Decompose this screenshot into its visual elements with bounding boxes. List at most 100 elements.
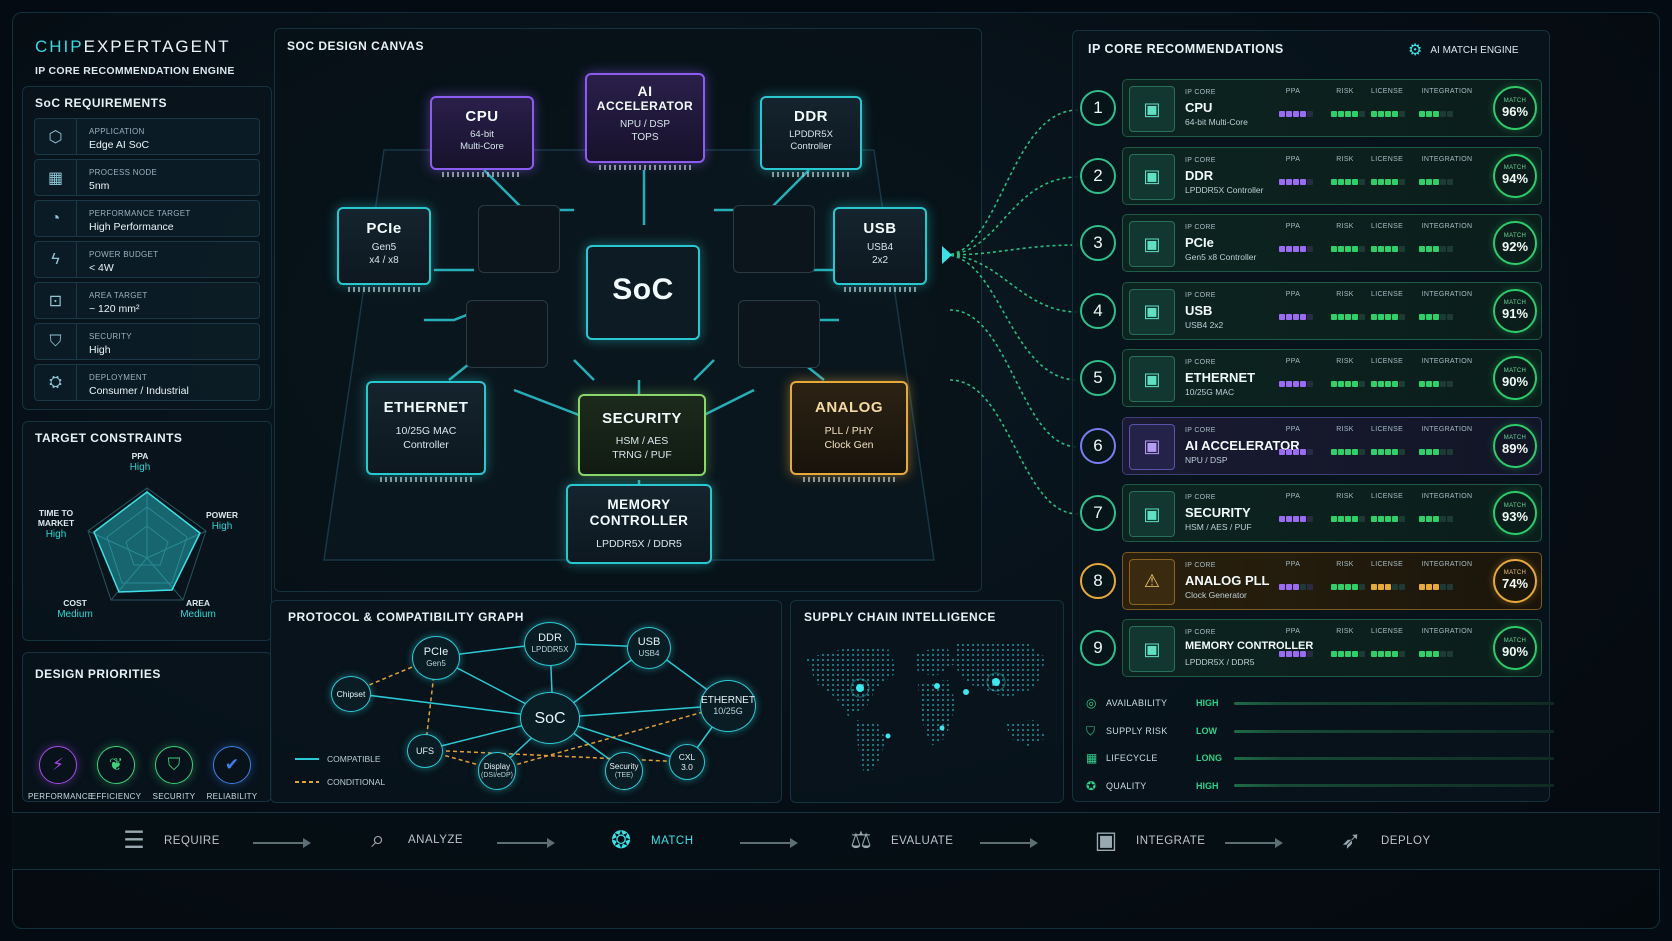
rank-badge: 9 — [1080, 630, 1116, 666]
workflow-step-match[interactable]: ❂MATCH — [605, 826, 694, 855]
metric-bar-segment — [1447, 583, 1453, 590]
metric-bar-segment — [1307, 246, 1313, 252]
metric-bar-segment — [1307, 178, 1313, 185]
workflow-step-require[interactable]: ☰REQUIRE — [118, 826, 220, 855]
metric-bars-ppa — [1279, 178, 1313, 185]
pcie-icon: ▣ — [1129, 221, 1175, 267]
metric-bars-integration — [1419, 583, 1453, 590]
metric-bar-segment — [1300, 381, 1306, 387]
graph-node-eth-b: 10/25G — [713, 706, 743, 716]
metric-bar-segment — [1300, 583, 1306, 590]
requirement-label: PROCESS NODE — [89, 168, 158, 177]
workflow-arrow — [253, 838, 311, 848]
chip-security-sub2: TRNG / PUF — [612, 449, 672, 461]
graph-node-display[interactable]: Display(DSI/eDP) — [478, 752, 516, 790]
metric-header-license: LICENSE — [1371, 560, 1404, 568]
metric-header-risk: RISK — [1336, 155, 1354, 163]
workflow-step-label: DEPLOY — [1381, 834, 1431, 847]
ip-core-subtitle: HSM / AES / PUF — [1185, 522, 1252, 532]
scale-icon: ⚖ — [850, 827, 872, 854]
workflow-step-analyze[interactable]: ⌕ANALYZE — [362, 826, 463, 854]
metric-header-risk: RISK — [1336, 290, 1354, 298]
ip-core-subtitle: 10/25G MAC — [1185, 387, 1235, 397]
metric-bar-segment — [1447, 651, 1453, 657]
metric-header-ppa: PPA — [1285, 358, 1301, 365]
supply-risk-icon: ⛉ — [1086, 723, 1096, 738]
availability-icon: ◎ — [1086, 696, 1097, 710]
metric-bar-segment — [1286, 651, 1292, 657]
graph-node-ufs[interactable]: UFS — [407, 734, 443, 768]
priority-item[interactable]: ✔RELIABILITY — [202, 746, 262, 801]
metric-bar-segment — [1392, 178, 1398, 185]
metric-bar-segment — [1447, 516, 1453, 522]
brand: CHIPEXPERTAGENT IP CORE RECOMMENDATION E… — [35, 37, 235, 77]
brand-title: CHIPEXPERTAGENT — [35, 37, 235, 57]
requirement-item[interactable]: ⊡AREA TARGET~ 120 mm² — [34, 282, 260, 319]
metric-header-ppa: PPA — [1285, 290, 1301, 298]
match-label: MATCH — [1503, 165, 1527, 171]
graph-node-security[interactable]: Security(TEE) — [605, 752, 643, 790]
workflow-step-label: INTEGRATE — [1136, 834, 1206, 847]
metric-header-license: LICENSE — [1371, 628, 1404, 635]
priority-item[interactable]: ⚡PERFORMANCE — [28, 746, 93, 801]
requirement-label: SECURITY — [89, 332, 132, 341]
ai-match-engine-badge[interactable]: ⚙ AI MATCH ENGINE — [1408, 40, 1519, 60]
supply-metric-bar — [1234, 729, 1554, 733]
priority-item[interactable]: ❦EFFICIENCY — [86, 746, 146, 801]
graph-node-soc[interactable]: SoC — [520, 692, 580, 744]
brand-subtitle: IP CORE RECOMMENDATION ENGINE — [35, 65, 235, 77]
metric-bar-segment — [1440, 516, 1446, 522]
usb-icon: ▣ — [1129, 288, 1175, 335]
metric-bar-segment — [1338, 178, 1344, 185]
graph-node-chipset[interactable]: Chipset — [331, 676, 371, 712]
metric-bars-license — [1371, 583, 1405, 590]
soc-center-chip[interactable]: SoC — [586, 245, 700, 340]
chip-ai-title2: ACCELERATOR — [596, 99, 694, 113]
chip-usb-sub1: USB4 — [866, 242, 894, 253]
ip-core-label: IP CORE — [1185, 494, 1216, 501]
soc-center-label: SoC — [612, 273, 674, 306]
chip-ai-sub1: NPU / DSP — [619, 119, 670, 130]
requirement-label: APPLICATION — [89, 127, 145, 136]
graph-node-display-a: Display — [483, 762, 511, 771]
workflow-step-evaluate[interactable]: ⚖EVALUATE — [845, 826, 953, 855]
metric-bar-segment — [1345, 111, 1351, 117]
ip-core-name: ANALOG PLL — [1185, 572, 1270, 588]
workflow-step-integrate[interactable]: ▣INTEGRATE — [1090, 826, 1205, 855]
workflow-step-deploy[interactable]: ➶DEPLOY — [1335, 826, 1431, 855]
priority-item[interactable]: ⛉SECURITY — [144, 746, 204, 801]
brand-name-a: CHIP — [35, 37, 84, 56]
ip-core-label: IP CORE — [1185, 561, 1216, 569]
quality-icon: ✪ — [1086, 778, 1097, 793]
metric-header-ppa: PPA — [1285, 155, 1301, 163]
